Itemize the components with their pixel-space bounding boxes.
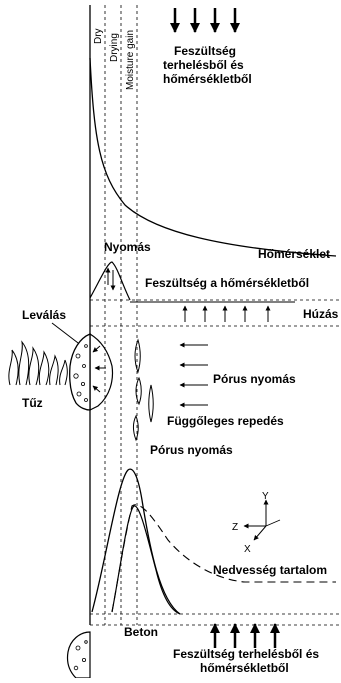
- axis-label-y: Y: [262, 491, 269, 502]
- zone-label-drying: Drying: [109, 33, 120, 62]
- stress-top-line-2: terhelésből és: [163, 58, 244, 72]
- axes-triad: [244, 500, 280, 540]
- axis-label-z: Z: [232, 522, 238, 533]
- stress-top-line-1: Feszültség: [174, 44, 236, 58]
- bottom-load-arrows: [215, 624, 275, 648]
- moisture-content-label: Nedvesség tartalom: [213, 563, 327, 577]
- stress-bottom-line-1: Feszültség terhelésből és: [173, 647, 319, 661]
- spall-arrows: [93, 346, 106, 392]
- spalling-label: Leválás: [22, 308, 66, 322]
- thermal-stress-curve: [90, 262, 130, 300]
- zone-label-moisture-gain: Moisture gain: [125, 30, 136, 90]
- pore-pressure-curve-label: Pórus nyomás: [150, 443, 233, 457]
- concrete-label: Beton: [124, 625, 158, 639]
- stress-bottom-line-2: hőmérsékletből: [200, 661, 289, 675]
- pore-pressure-arrows-label: Pórus nyomás: [213, 372, 296, 386]
- spalling-pointer: [52, 323, 82, 346]
- vertical-cracks: [133, 340, 153, 440]
- tension-arrows: [185, 306, 268, 322]
- pore-pressure-arrows: [180, 345, 208, 405]
- stress-top-line-3: hőmérsékletből: [163, 72, 252, 86]
- fire-label: Tűz: [22, 396, 43, 410]
- top-load-arrows: [175, 8, 235, 32]
- temperature-label: Hőmérséklet: [258, 247, 330, 261]
- tension-label: Húzás: [303, 307, 339, 321]
- zone-label-dry: Dry: [93, 28, 104, 44]
- compression-label: Nyomás: [104, 240, 151, 254]
- vertical-crack-label: Függőleges repedés: [167, 414, 284, 428]
- concrete-section: [67, 632, 90, 678]
- fire-icon: [9, 342, 67, 385]
- thermal-stress-label: Feszültség a hőmérsékletből: [145, 276, 309, 290]
- spall-crater: [90, 334, 112, 410]
- axis-label-x: X: [244, 544, 251, 555]
